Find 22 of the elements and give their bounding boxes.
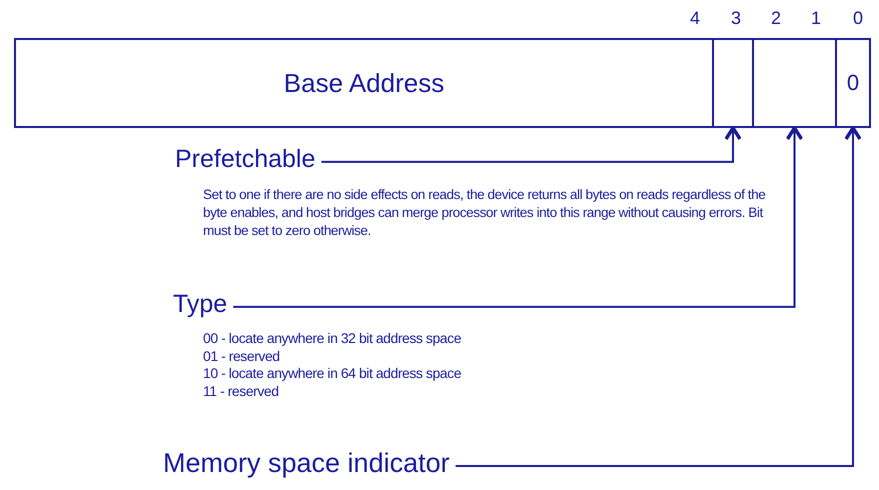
- field-name: Memory space indicator: [163, 448, 450, 479]
- bit-number: 1: [811, 8, 822, 29]
- field-label: 0: [846, 70, 860, 96]
- field-cell: [14, 38, 714, 128]
- arrow: [233, 126, 804, 308]
- bit-cell: [752, 38, 837, 128]
- encoding-text: 10 - locate anywhere in 64 bit address space: [203, 365, 462, 382]
- bit-cell: [835, 38, 871, 128]
- bit-number: 3: [731, 8, 742, 29]
- bit-number: 2: [771, 8, 782, 29]
- field-label: Base Address: [284, 68, 444, 98]
- arrow: [321, 126, 742, 163]
- encoding-text: 11 - reserved: [203, 382, 280, 400]
- arrow: [456, 126, 862, 467]
- field-name: Prefetchable: [175, 145, 316, 174]
- encoding-text: 01 - reserved: [203, 348, 281, 365]
- field-name: Type: [173, 290, 228, 319]
- description-text: Set to one if there are no side effects on reads, the device returns all bytes on reads regardless of the byte enables, and host bridges can merge processor writes into this range without causing errors. Bit must be set to zero otherwise.: [203, 186, 766, 240]
- bit-number: 0: [853, 8, 864, 29]
- bit-cell: [712, 38, 754, 128]
- encoding-text: 00 - locate anywhere in 32 bit address space: [203, 330, 462, 348]
- bit-number: 4: [690, 8, 700, 29]
